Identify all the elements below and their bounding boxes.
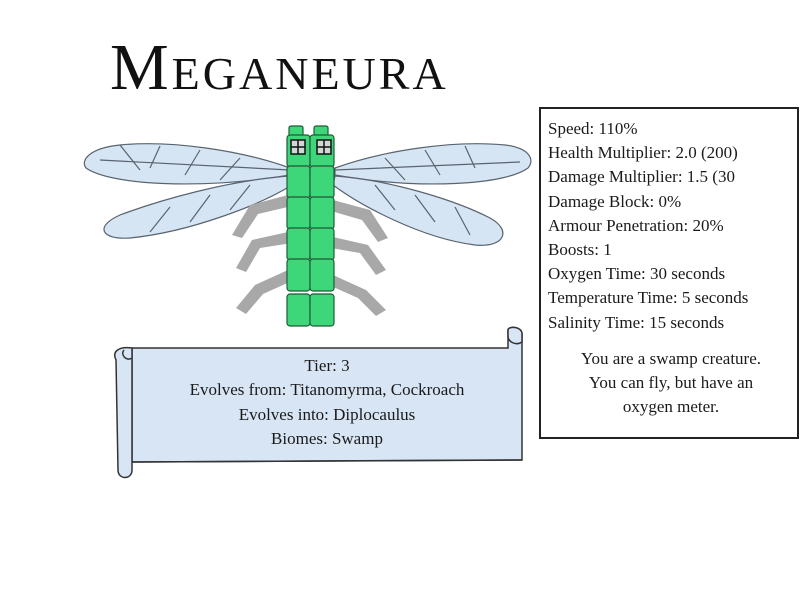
legs	[232, 195, 388, 316]
left-wings	[83, 143, 293, 239]
tier-label: Tier: 3	[304, 356, 350, 375]
stat-armour-penetration: Armour Penetration: 20%	[548, 215, 724, 235]
stats-panel: Speed: 110% Health Multiplier: 2.0 (200)…	[539, 107, 799, 439]
evolves-from-label: Evolves from: Titanomyrma, Cockroach	[189, 380, 465, 400]
description-line: You are a swamp creature.	[580, 348, 761, 368]
evolves-into-label: Evolves into: Diplocaulus	[238, 404, 416, 424]
biomes-label: Biomes: Swamp	[271, 428, 383, 448]
stat-damage-multiplier: Damage Multiplier: 1.5 (30	[548, 167, 735, 187]
right-wings	[332, 143, 532, 246]
evolution-info: Tier: 3 Evolves from: Titanomyrma, Cockr…	[132, 354, 522, 451]
meganeura-illustration	[83, 125, 532, 327]
eyes	[290, 139, 332, 155]
stat-temperature-time: Temperature Time: 5 seconds	[548, 288, 749, 308]
creature-description: You are a swamp creature. You can fly, b…	[541, 347, 800, 419]
stat-boosts: Boosts: 1	[548, 240, 612, 260]
stat-speed: Speed: 110%	[548, 119, 638, 138]
body	[286, 125, 335, 327]
stat-oxygen-time: Oxygen Time: 30 seconds	[548, 264, 726, 284]
stat-salinity-time: Salinity Time: 15 seconds	[548, 312, 725, 332]
description-line: oxygen meter.	[622, 396, 720, 416]
evolution-scroll	[114, 326, 523, 479]
stat-health-multiplier: Health Multiplier: 2.0 (200)	[548, 143, 738, 163]
stat-damage-block: Damage Block: 0%	[548, 191, 682, 211]
description-line: You can fly, but have an	[588, 372, 754, 392]
page-title: Meganeura	[110, 31, 449, 104]
